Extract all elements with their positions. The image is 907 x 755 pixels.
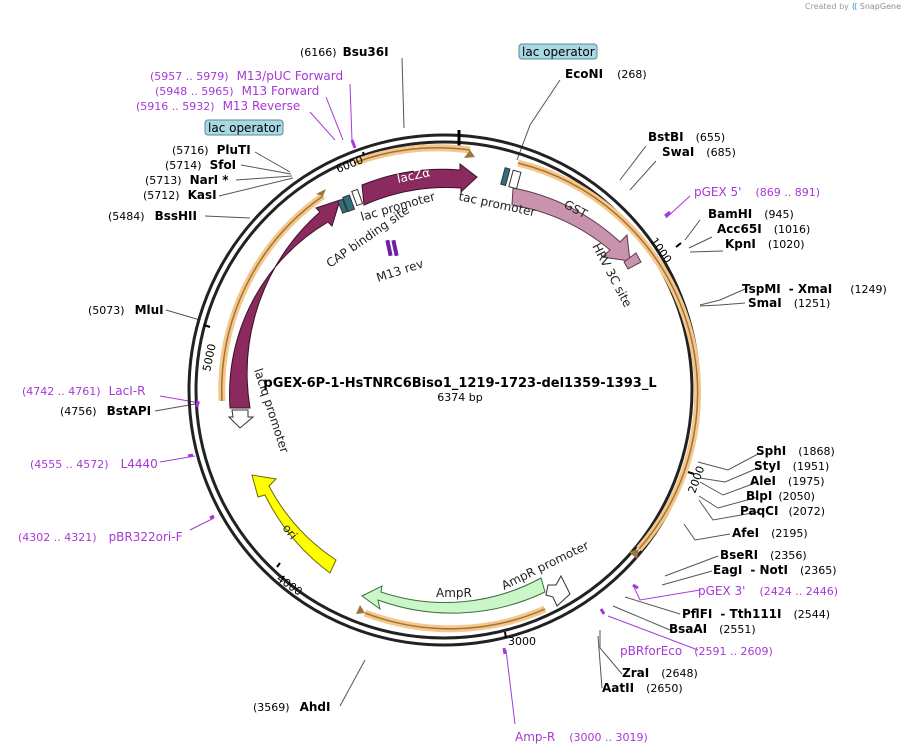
site-EcoNI: EcoNI(268) bbox=[565, 67, 647, 81]
site-Acc65I: Acc65I(1016) bbox=[717, 222, 810, 236]
ampR-promoter-arrow bbox=[545, 574, 571, 607]
plasmid-name: pGEX-6P-1-HsTNRC6Biso1_1219-1723-del1359… bbox=[263, 376, 656, 391]
primer-M13rev: (5916 .. 5932)M13 Reverse bbox=[136, 99, 300, 113]
lac-operator-left-label: lac operator bbox=[208, 121, 281, 135]
primer-pGEX5: pGEX 5'(869 .. 891) bbox=[694, 185, 820, 199]
site-PaqCI: PaqCI(2072) bbox=[740, 504, 825, 518]
credit-brand: SnapGene bbox=[859, 2, 901, 11]
site-SphI: SphI(1868) bbox=[756, 444, 835, 458]
site-AhdI: (3569)AhdI bbox=[253, 700, 330, 714]
primer-L4440: (4555 .. 4572)L4440 bbox=[30, 457, 158, 471]
tick-2000: 2000 bbox=[686, 464, 708, 495]
ampR-promoter-label: AmpR promoter bbox=[499, 538, 591, 592]
tick-3000: 3000 bbox=[508, 635, 536, 648]
GST-arrow bbox=[511, 187, 631, 262]
site-AfeI: AfeI(2195) bbox=[732, 526, 808, 540]
lacZa-arrow bbox=[361, 162, 478, 206]
primer-marks bbox=[187, 139, 671, 655]
ampR-arrow bbox=[361, 577, 546, 614]
credit-prefix: Created by bbox=[804, 2, 849, 11]
site-BsaAI: BsaAI(2551) bbox=[669, 622, 756, 636]
plasmid-length: 6374 bp bbox=[437, 391, 482, 404]
site-SfoI: (5714)SfoI bbox=[165, 158, 236, 172]
site-SmaI: SmaI(1251) bbox=[748, 296, 830, 310]
ampR-label: AmpR bbox=[436, 586, 472, 600]
tick-5000: 5000 bbox=[200, 343, 219, 373]
orf-arrowheads bbox=[316, 150, 639, 614]
leader-lines bbox=[154, 57, 759, 707]
site-ZraI: ZraI(2648) bbox=[622, 666, 698, 680]
site-BlpI: BlpI(2050) bbox=[746, 489, 815, 503]
hrv-site-arrow bbox=[623, 252, 642, 270]
site-StyI: StyI(1951) bbox=[754, 459, 829, 473]
site-BstAPI: (4756)BstAPI bbox=[60, 404, 151, 418]
ori-arrow bbox=[251, 474, 337, 574]
site-BstBI: BstBI(655) bbox=[648, 130, 725, 144]
site-Bsu36I: (6166)Bsu36I bbox=[300, 45, 389, 59]
site-AatII: AatII(2650) bbox=[602, 681, 683, 695]
site-MluI: (5073)MluI bbox=[88, 303, 164, 317]
orf-arcs bbox=[218, 144, 702, 633]
site-BseRI: BseRI(2356) bbox=[720, 548, 807, 562]
lacI-label: lacI bbox=[260, 288, 282, 313]
primer-pBR322ori: (4302 .. 4321)pBR322ori-F bbox=[18, 530, 183, 544]
site-KasI: (5712)KasI bbox=[143, 188, 217, 202]
site-SwaI: SwaI(685) bbox=[662, 145, 736, 159]
features bbox=[227, 162, 642, 614]
lac-operator-left: lac operator bbox=[204, 119, 284, 136]
site-AleI: AleI(1975) bbox=[750, 474, 825, 488]
lacZa-label: lacZα bbox=[396, 165, 432, 186]
primer-AmpR: Amp-R(3000 .. 3019) bbox=[515, 730, 648, 744]
site-BssHII: (5484)BssHII bbox=[108, 209, 197, 223]
site-labels: (6166)Bsu36I EcoNI(268) BstBI(655) SwaI(… bbox=[60, 45, 887, 714]
lac-operator-top: lac operator bbox=[518, 43, 598, 60]
tac-operator-box bbox=[500, 167, 511, 187]
m13rev-label: M13 rev bbox=[375, 257, 426, 285]
site-PflFI: PflFI- Tth111I(2544) bbox=[682, 607, 830, 621]
lac-operator-top-label: lac operator bbox=[522, 45, 595, 59]
primer-M13pUC: (5957 .. 5979)M13/pUC Forward bbox=[150, 69, 343, 83]
m13rev-mark-2 bbox=[391, 239, 399, 257]
lacIq-promoter-arrow bbox=[227, 409, 255, 429]
site-EagI: EagI- NotI(2365) bbox=[713, 563, 837, 577]
primer-pGEX3: pGEX 3'(2424 .. 2446) bbox=[698, 584, 838, 598]
site-PluTI: (5716)PluTI bbox=[172, 143, 251, 157]
m13rev-mark bbox=[385, 239, 393, 257]
primer-labels: (5957 .. 5979)M13/pUC Forward (5948 .. 5… bbox=[18, 69, 838, 744]
primer-pBRforEco: pBRforEco(2591 .. 2609) bbox=[620, 644, 773, 658]
site-BamHI: BamHI(945) bbox=[708, 207, 794, 221]
site-KpnI: KpnI(1020) bbox=[725, 237, 804, 251]
tac-promoter-box bbox=[508, 169, 522, 190]
primer-M13fwd: (5948 .. 5965)M13 Forward bbox=[155, 84, 319, 98]
site-NarI: (5713)NarI * bbox=[145, 173, 229, 187]
primer-LacIR: (4742 .. 4761)LacI-R bbox=[22, 384, 145, 398]
snapgene-logo-icon: ⟪ bbox=[851, 2, 858, 11]
site-TspMI: TspMI- XmaI(1249) bbox=[742, 282, 887, 296]
app-credit: Created by ⟪ SnapGene bbox=[805, 2, 901, 11]
lacI-arrow bbox=[229, 199, 341, 409]
cap-site-box bbox=[337, 198, 349, 214]
lac-promoter-box bbox=[342, 194, 356, 213]
lac-operator-box bbox=[351, 188, 364, 207]
